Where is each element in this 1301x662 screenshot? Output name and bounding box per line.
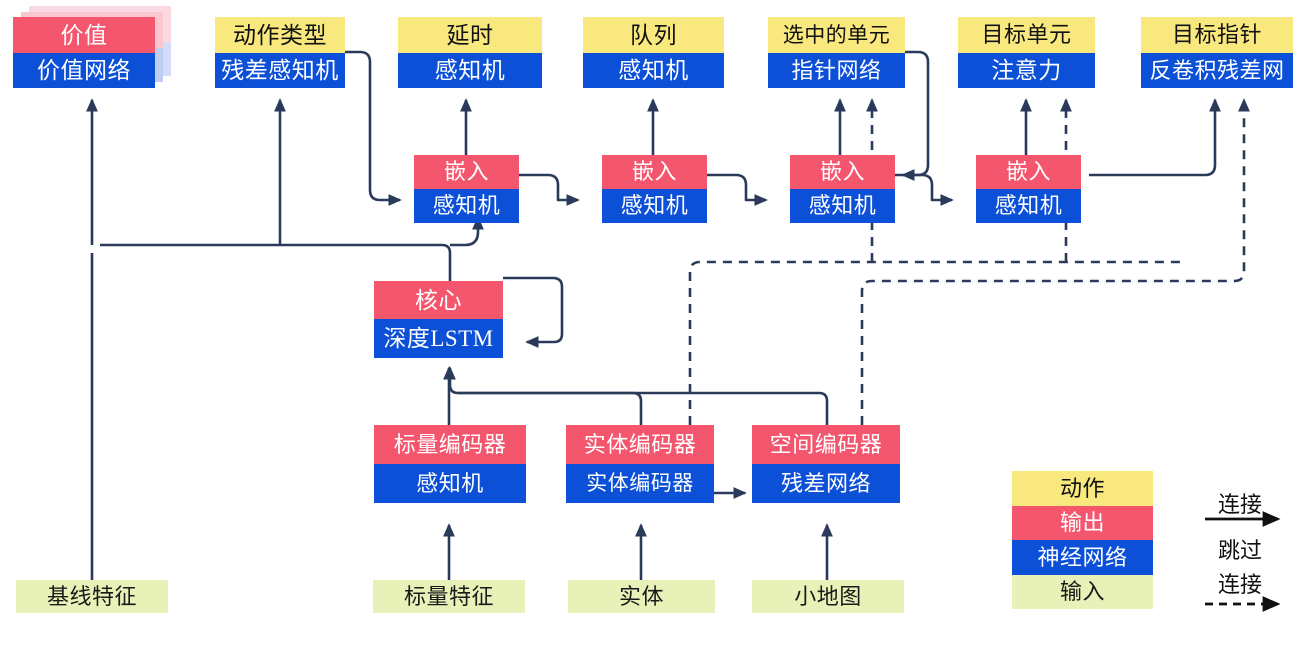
wire-embedding-1-to-embedding-2 xyxy=(519,173,580,206)
wire-selected-units-to-embedding-3 xyxy=(901,50,930,181)
output-head-target-point-action: 目标指针 xyxy=(1141,17,1293,53)
output-head-selected-units-action: 选中的单元 xyxy=(768,17,905,53)
core-block[interactable]: 核心 深度LSTM xyxy=(374,281,503,358)
legend-swatch-network: 神经网络 xyxy=(1012,540,1153,575)
output-head-selected-units-network: 指针网络 xyxy=(768,53,905,88)
encoder-spatial[interactable]: 空间编码器 残差网络 xyxy=(752,425,900,503)
output-head-action-type[interactable]: 动作类型 残差感知机 xyxy=(215,17,345,88)
wire-skip-spatial-to-target-point xyxy=(860,98,1250,425)
output-head-delay[interactable]: 延时 感知机 xyxy=(398,17,542,88)
embedding-block-4-top: 嵌入 xyxy=(976,155,1081,189)
legend-swatch-stack: 动作 输出 神经网络 输入 xyxy=(1012,471,1153,609)
encoder-entity-bottom: 实体编码器 xyxy=(566,464,714,503)
input-minimap-label: 小地图 xyxy=(752,580,904,613)
wire-embedding-3-to-embedding-4 xyxy=(895,173,954,206)
output-head-value-action: 价值 xyxy=(13,17,155,53)
input-scalar-features[interactable]: 标量特征 xyxy=(373,580,525,613)
wire-action-type-to-embedding-1 xyxy=(345,50,402,206)
embedding-block-3[interactable]: 嵌入 感知机 xyxy=(790,155,895,223)
input-baseline-features[interactable]: 基线特征 xyxy=(16,580,168,613)
embedding-block-2-top: 嵌入 xyxy=(602,155,707,189)
legend-skip-label-line1: 跳过 xyxy=(1217,538,1262,563)
embedding-block-3-top: 嵌入 xyxy=(790,155,895,189)
encoder-entity-top: 实体编码器 xyxy=(566,425,714,464)
core-block-top: 核心 xyxy=(374,281,503,319)
output-head-value[interactable]: 价值 价值网络 xyxy=(13,17,155,88)
legend-connection-label: 连接 xyxy=(1217,492,1262,517)
wire-core-recurrent-loop xyxy=(503,276,564,348)
input-scalar-features-label: 标量特征 xyxy=(373,580,525,613)
output-head-target-unit[interactable]: 目标单元 注意力 xyxy=(958,17,1095,88)
embedding-block-3-bottom: 感知机 xyxy=(790,189,895,223)
output-head-queue-action: 队列 xyxy=(583,17,724,53)
output-head-action-type-network: 残差感知机 xyxy=(215,53,345,88)
embedding-block-4-bottom: 感知机 xyxy=(976,189,1081,223)
output-head-queue-network: 感知机 xyxy=(583,53,724,88)
encoder-spatial-bottom: 残差网络 xyxy=(752,464,900,503)
embedding-block-4[interactable]: 嵌入 感知机 xyxy=(976,155,1081,223)
embedding-block-2[interactable]: 嵌入 感知机 xyxy=(602,155,707,223)
embedding-block-1-top: 嵌入 xyxy=(414,155,519,189)
wire-embedding-4-to-target-point xyxy=(1089,98,1221,177)
output-head-delay-network: 感知机 xyxy=(398,53,542,88)
output-head-action-type-action: 动作类型 xyxy=(215,17,345,53)
input-entities-label: 实体 xyxy=(568,580,715,613)
embedding-block-1[interactable]: 嵌入 感知机 xyxy=(414,155,519,223)
encoder-scalar[interactable]: 标量编码器 感知机 xyxy=(374,425,526,503)
core-block-bottom: 深度LSTM xyxy=(374,319,503,358)
wire-embedding-2-to-embedding-3 xyxy=(707,173,768,206)
output-head-target-unit-action: 目标单元 xyxy=(958,17,1095,53)
wire-skip-entity-bus xyxy=(688,260,1180,425)
legend-swatch-input: 输入 xyxy=(1012,575,1153,609)
input-baseline-features-label: 基线特征 xyxy=(16,580,168,613)
output-head-target-point-network: 反卷积残差网 xyxy=(1141,53,1293,88)
encoder-entity[interactable]: 实体编码器 实体编码器 xyxy=(566,425,714,503)
output-head-value-network: 价值网络 xyxy=(13,53,155,88)
output-head-selected-units[interactable]: 选中的单元 指针网络 xyxy=(768,17,905,88)
wire-spatial-encoder-to-core xyxy=(458,391,829,425)
wire-entity-encoder-to-core xyxy=(444,366,643,425)
output-head-target-point[interactable]: 目标指针 反卷积残差网 xyxy=(1141,17,1293,88)
input-entities[interactable]: 实体 xyxy=(568,580,715,613)
encoder-scalar-top: 标量编码器 xyxy=(374,425,526,464)
legend-swatch-output: 输出 xyxy=(1012,506,1153,540)
legend-swatch-action: 动作 xyxy=(1012,471,1153,506)
output-head-delay-action: 延时 xyxy=(398,17,542,53)
encoder-scalar-bottom: 感知机 xyxy=(374,464,526,503)
legend-skip-label-line2: 连接 xyxy=(1217,572,1262,597)
wire-core-to-left-bus xyxy=(100,243,452,281)
embedding-block-2-bottom: 感知机 xyxy=(602,189,707,223)
embedding-block-1-bottom: 感知机 xyxy=(414,189,519,223)
output-head-queue[interactable]: 队列 感知机 xyxy=(583,17,724,88)
input-minimap[interactable]: 小地图 xyxy=(752,580,904,613)
encoder-spatial-top: 空间编码器 xyxy=(752,425,900,464)
output-head-target-unit-network: 注意力 xyxy=(958,53,1095,88)
